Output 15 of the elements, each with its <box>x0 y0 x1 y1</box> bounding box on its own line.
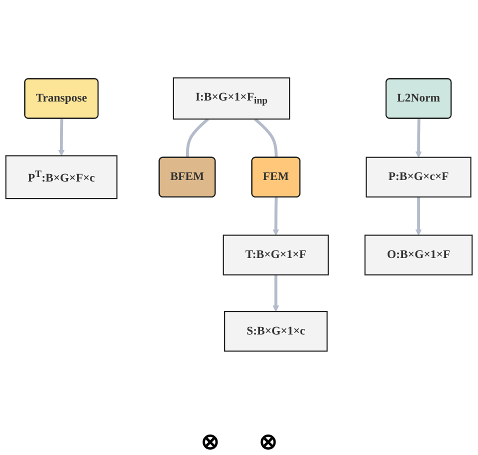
node-box: O:B×G×1×F <box>364 234 473 276</box>
arrow <box>272 197 280 236</box>
arrow <box>58 118 65 156</box>
arrow <box>272 274 280 312</box>
node-box: S:B×G×1×c <box>224 310 328 352</box>
node-box: P:B×G×c×F <box>366 156 472 198</box>
connector <box>186 118 210 158</box>
node-box: T:B×G×1×F <box>222 234 329 276</box>
node-box: P$^{T}$:B×G×F×c <box>5 155 118 200</box>
connector <box>254 118 278 158</box>
arrow <box>415 118 422 158</box>
multiply-symbol: ⊗ <box>259 429 277 455</box>
node-box: I:B×G×1×F$_{inp}$ <box>172 77 290 120</box>
arrow <box>415 196 422 236</box>
multiply-symbol: ⊗ <box>201 429 219 455</box>
